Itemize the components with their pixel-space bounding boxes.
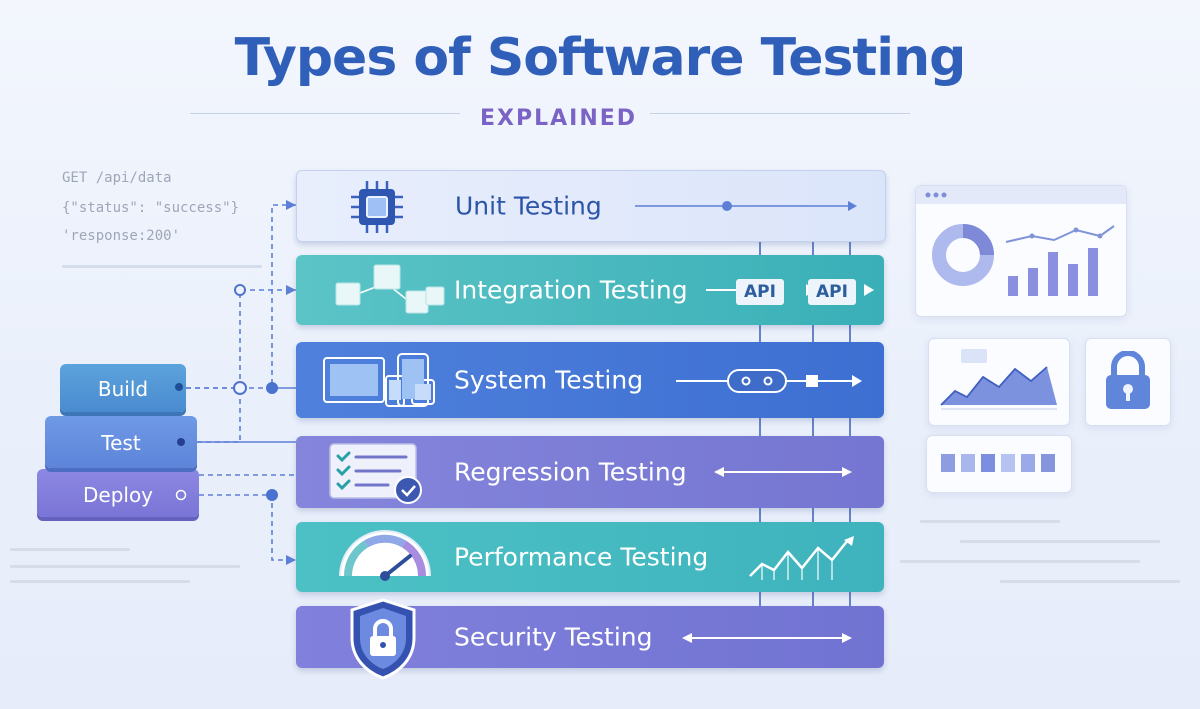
title-rule-right — [650, 113, 910, 114]
pipeline-flow-icon — [676, 369, 862, 393]
connector-node — [266, 382, 278, 394]
deco-line — [10, 548, 130, 551]
performance-line-graph-icon — [749, 536, 854, 580]
performance-testing-bar: Performance Testing — [296, 522, 884, 592]
page-subtitle: EXPLAINED — [479, 106, 638, 131]
deco-line — [920, 520, 1060, 523]
deco-line — [10, 565, 240, 568]
connector-build-unit — [186, 204, 296, 389]
deco-line — [960, 540, 1160, 543]
cpu-chip-icon — [351, 181, 403, 233]
build-port-dot — [175, 383, 183, 391]
lock-panel — [1085, 338, 1171, 426]
code-divider — [62, 265, 262, 268]
connector-node — [233, 381, 247, 395]
unit-testing-label: Unit Testing — [455, 191, 602, 221]
shield-lock-icon — [350, 598, 416, 680]
flow-arrow — [635, 201, 857, 211]
bar-trend-chart-icon — [1005, 225, 1115, 296]
devices-icon — [323, 353, 435, 407]
window-dots-icon — [925, 192, 947, 198]
checklist-icon — [329, 443, 422, 504]
build-stage: Build — [60, 364, 186, 412]
system-testing-label: System Testing — [454, 365, 644, 395]
connector-deploy-performance — [199, 494, 296, 561]
regression-testing-bar: Regression Testing — [296, 436, 884, 508]
arrowhead — [286, 555, 296, 565]
code-line-response: 'response:200' — [62, 228, 181, 244]
page-title: Types of Software Testing — [234, 28, 967, 88]
security-testing-bar: Security Testing — [296, 598, 884, 680]
api-chip: API — [736, 279, 784, 305]
connector-node — [234, 284, 246, 296]
integration-testing-label: Integration Testing — [454, 275, 688, 305]
code-line-request: GET /api/data — [62, 170, 172, 186]
area-chart-panel — [928, 338, 1070, 426]
integration-testing-bar: Integration Testing API API — [296, 255, 884, 325]
status-blocks-panel — [926, 435, 1072, 493]
speedometer-icon — [339, 530, 431, 581]
api-chip: API — [808, 279, 856, 305]
security-testing-label: Security Testing — [454, 622, 653, 652]
dashboard-panel — [915, 185, 1127, 317]
area-chart-icon — [940, 349, 1057, 410]
unit-testing-bar: Unit Testing — [296, 170, 886, 242]
arrowhead — [286, 200, 296, 210]
regression-testing-label: Regression Testing — [454, 457, 687, 487]
deco-line — [1000, 580, 1180, 583]
test-port-dot — [177, 438, 185, 446]
deco-line — [10, 580, 190, 583]
connector-test-build — [197, 388, 241, 443]
double-arrow — [714, 467, 852, 477]
system-testing-bar: System Testing — [296, 342, 884, 418]
deploy-stage: Deploy — [37, 469, 199, 517]
performance-testing-label: Performance Testing — [454, 542, 709, 572]
lock-icon — [1106, 351, 1150, 409]
title-rule-left — [190, 113, 460, 114]
test-stage: Test — [45, 416, 197, 468]
deco-line — [900, 560, 1140, 563]
arrowhead — [286, 285, 296, 295]
code-line-status: {"status": "success"} — [62, 200, 240, 216]
connector-node — [266, 489, 278, 501]
double-arrow — [682, 633, 852, 643]
connected-cubes-icon — [335, 264, 445, 314]
connector-build-integration — [186, 289, 296, 389]
status-squares-icon — [941, 454, 1055, 472]
deploy-port-dot — [175, 489, 187, 501]
donut-chart-icon — [932, 224, 994, 286]
panel-titlebar — [916, 186, 1126, 204]
